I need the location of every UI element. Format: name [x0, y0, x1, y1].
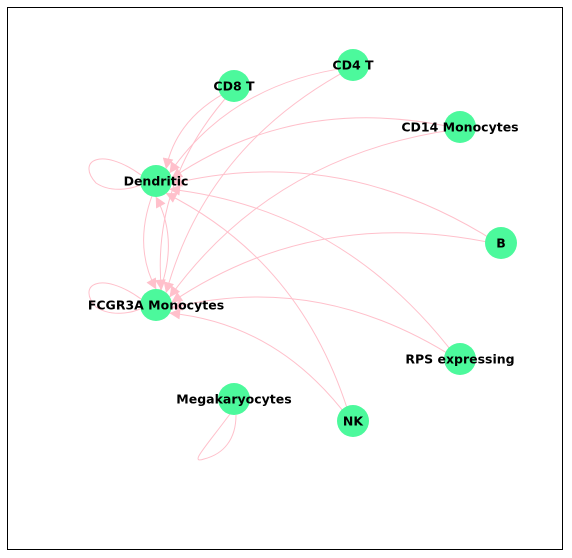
node-circle	[444, 343, 476, 375]
edge-loop-dendritic	[88, 158, 142, 190]
node-b[interactable]: B	[485, 227, 517, 259]
node-circle	[218, 383, 250, 415]
node-label: Megakaryocytes	[176, 392, 291, 407]
node-label: CD8 T	[213, 79, 255, 94]
node-cd8t[interactable]: CD8 T	[213, 70, 255, 102]
edge-cd4t-fcgr3a	[165, 68, 351, 293]
edge-loop-fcgr3a	[88, 282, 142, 314]
node-label: B	[496, 236, 506, 251]
edge-b-fcgr3a	[171, 232, 497, 303]
node-cd14[interactable]: CD14 Monocytes	[401, 111, 519, 143]
edge-loop-mega	[197, 413, 237, 461]
edge-cd8t-fcgr3a	[159, 90, 233, 290]
node-circle	[485, 227, 517, 259]
node-label: NK	[343, 414, 364, 429]
node-cd4t[interactable]: CD4 T	[332, 49, 374, 81]
node-label: Dendritic	[124, 174, 189, 189]
edge-rps-fcgr3a	[171, 296, 456, 359]
arrowhead-cd14-dendritic	[171, 167, 184, 179]
node-circle	[337, 405, 369, 437]
edge-cd14-dendritic	[171, 117, 456, 179]
edge-b-dendritic	[171, 171, 497, 243]
edge-rps-dendritic	[169, 188, 457, 357]
arrowhead-fcgr3a-dendritic	[155, 196, 166, 209]
arrowhead-rps-dendritic	[169, 184, 181, 196]
node-circle	[218, 70, 250, 102]
node-circle	[337, 49, 369, 81]
edge-nk-dendritic	[165, 192, 351, 418]
arrowhead-b-fcgr3a	[171, 291, 184, 303]
node-fcgr3a[interactable]: FCGR3A Monocytes	[88, 289, 224, 321]
arrowhead-nk-dendritic	[165, 193, 178, 203]
edge-cd4t-dendritic	[169, 66, 349, 174]
node-label: RPS expressing	[405, 352, 514, 367]
edge-dendritic-fcgr3a	[143, 185, 157, 290]
arrowhead-cd4t-dendritic	[169, 161, 181, 174]
arrowhead-dendritic-fcgr3a	[146, 277, 157, 290]
graph-frame	[7, 7, 563, 550]
node-rps[interactable]: RPS expressing	[405, 343, 515, 375]
node-circle	[140, 289, 172, 321]
node-dendritic[interactable]: Dendritic	[124, 165, 189, 197]
arrowhead-rps-fcgr3a	[171, 300, 184, 311]
arrowhead-b-dendritic	[171, 176, 183, 187]
edge-cd8t-dendritic	[165, 89, 232, 169]
edge-nk-fcgr3a	[169, 312, 350, 419]
node-label: CD4 T	[332, 58, 374, 73]
arrowhead-cd4t-fcgr3a	[163, 281, 175, 294]
node-label: FCGR3A Monocytes	[88, 298, 224, 313]
edges-layer	[88, 66, 497, 461]
arrowhead-cd8t-dendritic	[162, 157, 174, 170]
node-circle	[444, 111, 476, 143]
edge-fcgr3a-dendritic	[155, 196, 169, 301]
edge-cd14-fcgr3a	[169, 128, 456, 298]
node-nk[interactable]: NK	[337, 405, 369, 437]
arrowhead-nk-fcgr3a	[169, 308, 181, 320]
node-circle	[140, 165, 172, 197]
node-mega[interactable]: Megakaryocytes	[176, 383, 292, 415]
node-label: CD14 Monocytes	[401, 120, 518, 135]
arrowhead-cd14-fcgr3a	[169, 285, 181, 298]
